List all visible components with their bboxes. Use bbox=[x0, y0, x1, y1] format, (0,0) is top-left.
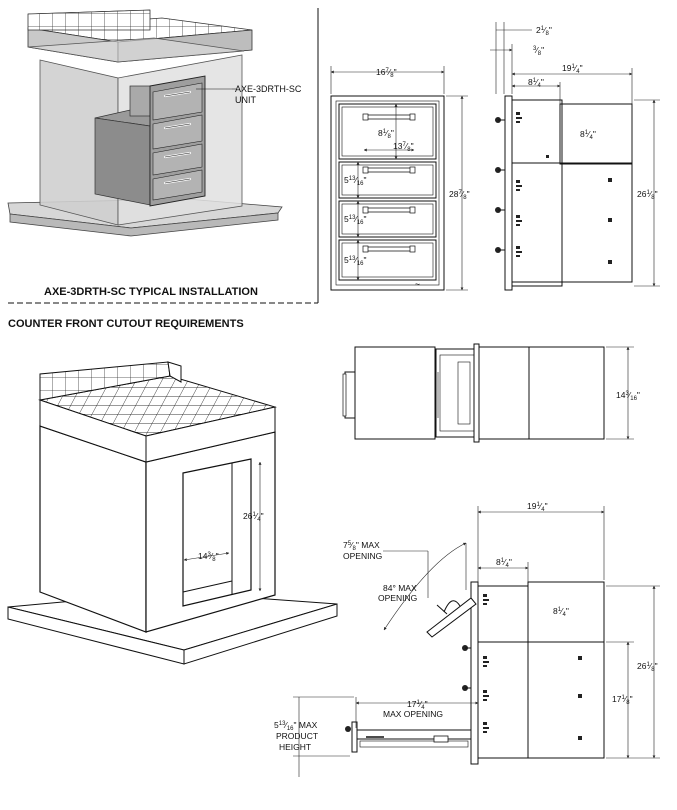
dim-bottom-lower: 171⁄8" bbox=[612, 694, 633, 706]
dim-side-lip: 3⁄8" bbox=[533, 45, 544, 57]
dim-drawer2-height: 513⁄16" bbox=[344, 175, 367, 187]
dim-handle-width: 137⁄8" bbox=[393, 141, 414, 153]
cutout-view bbox=[7, 361, 338, 665]
dim-front-width: 167⁄8" bbox=[376, 67, 397, 79]
unit-callout-line2: UNIT bbox=[235, 95, 256, 105]
front-view bbox=[330, 95, 445, 291]
max-opening-bottom-label: MAX OPENING bbox=[383, 709, 443, 719]
dim-front-height: 287⁄8" bbox=[449, 189, 470, 201]
dim-cutout-height: 261⁄4" bbox=[243, 511, 264, 523]
dim-drawer4-height: 513⁄16" bbox=[344, 255, 367, 267]
product-height-label: 513⁄16" MAX bbox=[274, 720, 318, 732]
max-opening-top-label: 75⁄8" MAX bbox=[343, 540, 380, 552]
dim-cutout-width: 143⁄8" bbox=[198, 551, 219, 563]
dim-top-view-depth: 143⁄16" bbox=[616, 390, 640, 402]
installation-view bbox=[7, 9, 283, 237]
max-opening-angle-line2: OPENING bbox=[378, 593, 417, 603]
dim-bottom-depth: 191⁄4" bbox=[527, 501, 548, 513]
max-opening-angle-line1: 84° MAX bbox=[383, 583, 417, 593]
dim-bottom-box: 81⁄4" bbox=[553, 606, 569, 618]
product-height-line3: HEIGHT bbox=[279, 742, 311, 752]
brand-mark: ~ bbox=[415, 279, 420, 289]
dim-side-depth: 191⁄4" bbox=[562, 63, 583, 75]
dim-side-box: 81⁄4" bbox=[580, 129, 596, 141]
product-height-line2: PRODUCT bbox=[276, 731, 318, 741]
dim-side-height: 261⁄8" bbox=[637, 189, 658, 201]
dim-bottom-top-offset: 81⁄4" bbox=[496, 557, 512, 569]
side-view bbox=[495, 95, 633, 291]
dim-side-eighth: 81⁄4" bbox=[528, 77, 544, 89]
dim-top-drawer-height: 81⁄8" bbox=[378, 128, 394, 140]
cutout-heading: COUNTER FRONT CUTOUT REQUIREMENTS bbox=[8, 318, 244, 330]
unit-callout-line1: AXE-3DRTH-SC bbox=[235, 84, 302, 94]
installation-caption: AXE-3DRTH-SC TYPICAL INSTALLATION bbox=[44, 286, 258, 298]
dim-side-flange: 21⁄8" bbox=[536, 25, 552, 37]
dim-drawer3-height: 513⁄16" bbox=[344, 214, 367, 226]
dim-bottom-height: 261⁄8" bbox=[637, 661, 658, 673]
max-opening-top-line2: OPENING bbox=[343, 551, 382, 561]
dim-max-opening-bottom: 171⁄4" bbox=[407, 699, 428, 711]
top-view bbox=[342, 343, 605, 443]
